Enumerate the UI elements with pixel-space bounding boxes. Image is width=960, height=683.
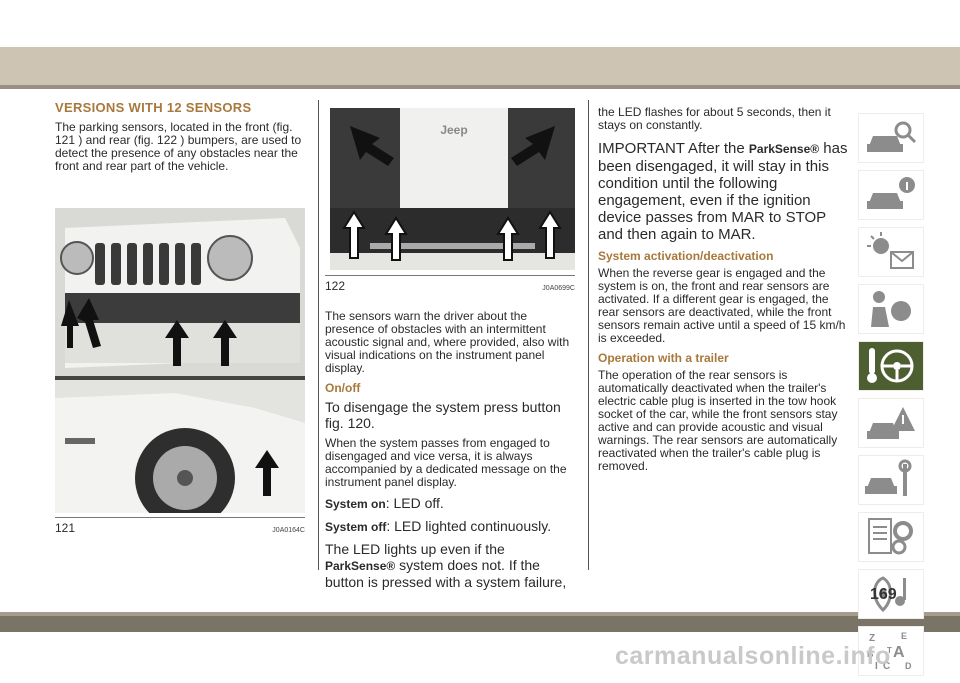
- figure-number: 121: [55, 521, 76, 535]
- led-flash-paragraph: the LED flashes for about 5 seconds, the…: [598, 105, 831, 132]
- tab-starting-driving[interactable]: [858, 341, 924, 391]
- system-on-line: System on: LED off.: [325, 495, 575, 512]
- warning-paragraph: The sensors warn the driver about the pr…: [325, 309, 570, 375]
- index-letter: I: [875, 661, 878, 672]
- column-2: The sensors warn the driver about the pr…: [325, 310, 575, 596]
- tab-lights-messages[interactable]: [858, 227, 924, 277]
- subheading-trailer: Operation with a trailer: [598, 351, 729, 365]
- bottom-band: [0, 612, 960, 632]
- light-message-icon: [867, 232, 914, 269]
- important-text-b: has been disengaged, it will stay in thi…: [598, 140, 848, 243]
- led-paragraph: The LED lights up even if the ParkSense®…: [325, 541, 575, 590]
- column-3: the LED flashes for about 5 seconds, the…: [598, 106, 850, 479]
- column-divider-1: [318, 100, 319, 570]
- trailer-paragraph: The operation of the rear sensors is aut…: [598, 368, 838, 473]
- multimedia-note-icon: [873, 576, 906, 613]
- tab-car-search[interactable]: [858, 113, 924, 163]
- svg-text:Jeep: Jeep: [440, 123, 467, 137]
- system-off-label: System off: [325, 520, 387, 534]
- brand-name: ParkSense®: [325, 559, 396, 573]
- tab-servicing[interactable]: [858, 455, 924, 505]
- index-letter: E: [901, 631, 907, 641]
- column-1: VERSIONS WITH 12 SENSORS The parking sen…: [55, 100, 310, 179]
- disengage-paragraph: To disengage the system press button fig…: [325, 399, 561, 431]
- index-letter: B: [867, 649, 874, 659]
- index-letter: A: [893, 644, 905, 661]
- subheading-on-off: On/off: [325, 381, 361, 395]
- index-letter: Z: [869, 633, 875, 644]
- tab-multimedia[interactable]: [858, 569, 924, 619]
- key-steering-wheel-icon: [867, 348, 914, 383]
- figure-number: 122: [325, 279, 346, 293]
- system-on-label: System on: [325, 497, 386, 511]
- driver-airbag-icon: [871, 291, 911, 327]
- tab-car-info[interactable]: [858, 170, 924, 220]
- tab-emergency[interactable]: [858, 398, 924, 448]
- page-number: 169: [870, 586, 897, 603]
- tab-safety[interactable]: [858, 284, 924, 334]
- led-text-b: system does not. If the button is presse…: [325, 557, 567, 590]
- car-warning-icon: [867, 407, 915, 439]
- top-band: [0, 47, 960, 89]
- tab-index[interactable]: Z E B A I C T D: [858, 626, 924, 676]
- column-divider-2: [588, 100, 589, 570]
- car-tools-icon: [865, 459, 912, 496]
- figure-121-caption: 121 J0A0164C: [55, 517, 305, 535]
- figure-code: J0A0699C: [542, 285, 575, 292]
- system-off-text: : LED lighted continuously.: [386, 518, 552, 534]
- car-search-icon: [867, 121, 917, 152]
- activation-paragraph: When the reverse gear is engaged and the…: [598, 266, 846, 345]
- alphabet-index-icon: Z E B A I C T D: [867, 631, 912, 672]
- figure-121-front-bumper-photo: [55, 208, 305, 513]
- index-letter: D: [905, 661, 912, 671]
- chapter-tabs: Z E B A I C T D: [858, 113, 924, 683]
- figure-122-caption: 122 J0A0699C: [325, 275, 575, 293]
- important-text-a: IMPORTANT After the: [598, 140, 749, 157]
- index-letter: T: [887, 646, 892, 655]
- important-note: IMPORTANT After the ParkSense® has been …: [598, 140, 850, 243]
- system-off-line: System off: LED lighted continuously.: [325, 518, 575, 535]
- tab-technical-data[interactable]: [858, 512, 924, 562]
- message-paragraph: When the system passes from engaged to d…: [325, 436, 567, 489]
- figure-code: J0A0164C: [272, 527, 305, 534]
- intro-paragraph: The parking sensors, located in the fron…: [55, 120, 302, 173]
- watermark-text: carmanualsonline.info: [615, 642, 891, 670]
- subheading-activation: System activation/deactivation: [598, 249, 774, 263]
- car-info-icon: [867, 177, 915, 209]
- figure-122-rear-bumper-photo: Jeep: [330, 108, 575, 270]
- index-letter: C: [883, 661, 890, 672]
- system-on-text: : LED off.: [385, 495, 444, 511]
- section-title: VERSIONS WITH 12 SENSORS: [55, 100, 252, 115]
- led-text-a: The LED lights up even if the: [325, 541, 505, 557]
- specs-gear-icon: [868, 518, 913, 555]
- important-brand: ParkSense®: [748, 142, 820, 156]
